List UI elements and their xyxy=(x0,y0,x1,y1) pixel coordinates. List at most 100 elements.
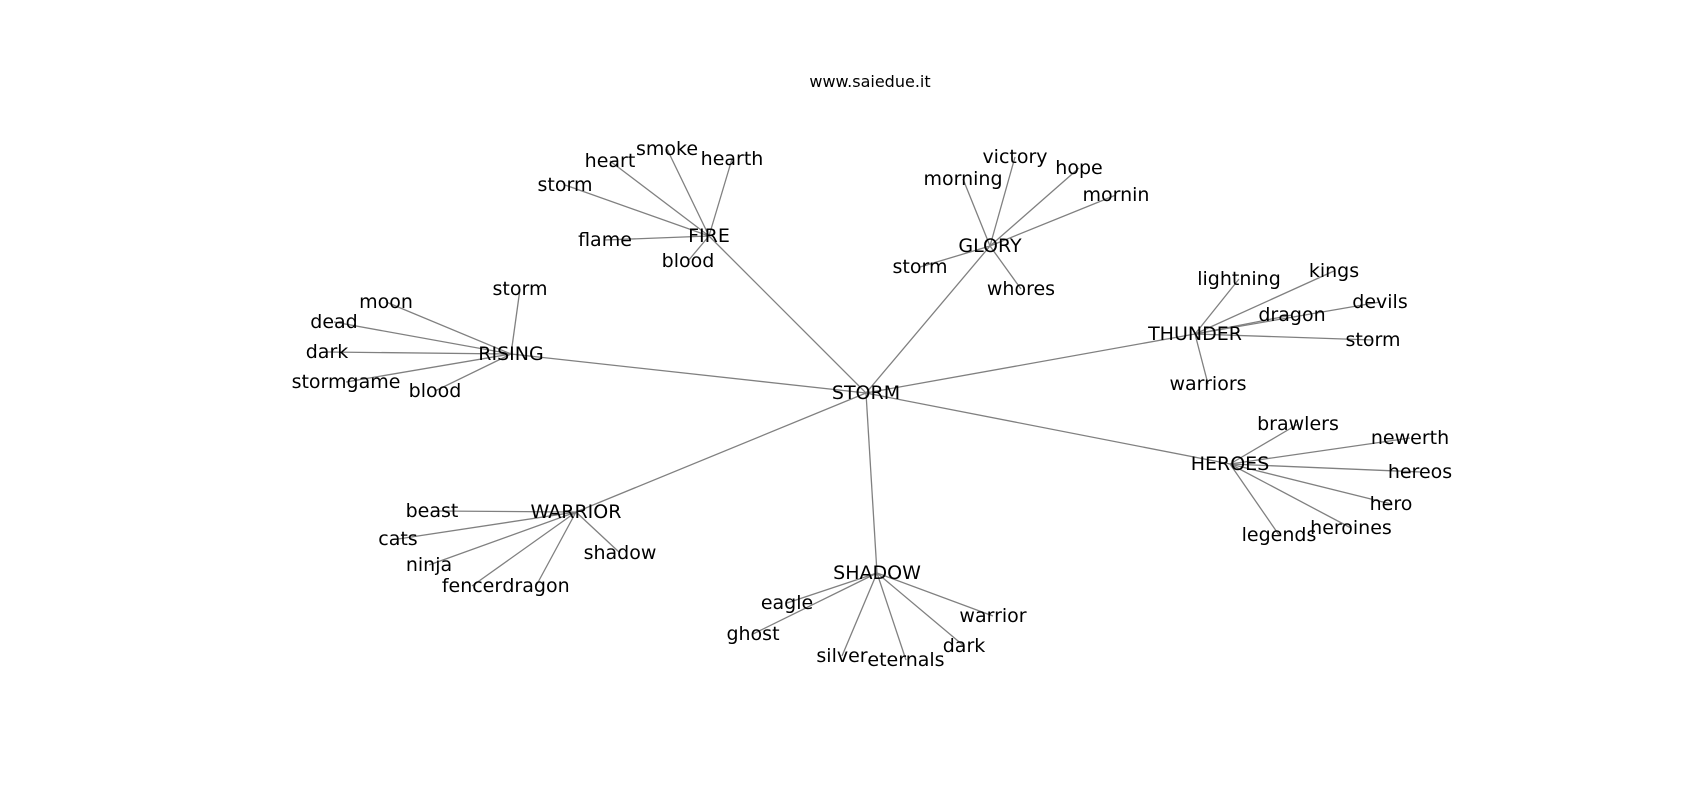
leaf-node-shadow-eternals: eternals xyxy=(867,649,944,671)
edge-fire-blood xyxy=(687,235,710,262)
page-title: www.saiedue.it xyxy=(809,72,931,91)
edge-shadow-eternals xyxy=(876,572,907,661)
leaf-node-glory-morning: morning xyxy=(923,168,1002,190)
leaf-node-fire-storm: storm xyxy=(538,174,593,196)
leaf-node-rising-dead: dead xyxy=(310,311,357,333)
edge-fire-hearth xyxy=(708,158,733,237)
leaf-node-rising-storm: storm xyxy=(493,278,548,300)
edge-warrior-shadow xyxy=(575,511,621,554)
leaf-node-fire-heart: heart xyxy=(585,150,636,172)
leaf-node-thunder-storm: storm xyxy=(1346,329,1401,351)
edge-root-rising xyxy=(510,353,867,394)
leaf-node-shadow-silver: silver xyxy=(816,645,867,667)
edge-rising-moon xyxy=(385,301,512,355)
leaf-node-thunder-kings: kings xyxy=(1309,260,1359,282)
leaf-node-thunder-lightning: lightning xyxy=(1197,268,1281,290)
leaf-node-warrior-fencer: fencer xyxy=(442,575,503,597)
leaf-node-glory-mornin: mornin xyxy=(1083,184,1150,206)
hub-node-heroes: HEROES xyxy=(1191,453,1270,475)
leaf-node-fire-blood: blood xyxy=(662,250,715,272)
leaf-node-glory-storm: storm xyxy=(893,256,948,278)
leaf-node-thunder-dragon: dragon xyxy=(1258,304,1325,326)
edge-rising-storm xyxy=(510,288,521,355)
edge-warrior-dragon xyxy=(535,511,577,587)
edge-rising-dead xyxy=(333,321,512,355)
root-node-label: STORM xyxy=(832,382,900,404)
edge-thunder-dragon xyxy=(1194,314,1293,335)
edge-warrior-beast xyxy=(431,510,577,513)
edge-thunder-kings xyxy=(1194,270,1335,335)
edge-root-glory xyxy=(865,245,991,394)
edge-glory-hope xyxy=(989,167,1080,247)
edge-shadow-silver xyxy=(841,572,878,657)
edge-thunder-devils xyxy=(1194,301,1381,335)
edge-root-warrior xyxy=(575,392,867,513)
leaf-node-fire-flame: flame xyxy=(578,229,632,251)
edge-warrior-cats xyxy=(397,511,577,540)
edge-layer xyxy=(326,148,1421,661)
edge-rising-dark xyxy=(326,351,512,355)
hub-node-warrior: WARRIOR xyxy=(531,501,622,523)
edge-rising-blood xyxy=(434,353,512,392)
edge-fire-storm xyxy=(564,184,710,237)
edge-heroes-hero xyxy=(1229,463,1392,505)
leaf-node-shadow-eagle: eagle xyxy=(761,592,813,614)
leaf-node-heroes-hero: hero xyxy=(1370,493,1413,515)
edge-glory-whores xyxy=(989,245,1022,290)
leaf-node-heroes-hereos: hereos xyxy=(1388,461,1452,483)
leaf-node-rising-blood: blood xyxy=(409,380,462,402)
edge-glory-victory xyxy=(989,156,1016,247)
edge-glory-morning xyxy=(962,178,991,247)
edge-fire-heart xyxy=(609,160,710,237)
edge-heroes-legends xyxy=(1229,463,1280,536)
hub-node-rising: RISING xyxy=(478,343,543,365)
leaf-node-glory-victory: victory xyxy=(982,146,1047,168)
edge-shadow-ghost xyxy=(752,572,878,635)
leaf-node-warrior-cats: cats xyxy=(378,528,417,550)
edge-warrior-fencer xyxy=(471,511,577,587)
leaf-node-rising-dark: dark xyxy=(306,341,349,363)
leaf-node-heroes-newerth: newerth xyxy=(1371,427,1449,449)
edge-root-fire xyxy=(708,235,867,394)
edge-fire-flame xyxy=(604,235,710,241)
edge-rising-stormgame xyxy=(345,353,512,383)
edge-thunder-storm xyxy=(1194,333,1374,341)
leaf-node-heroes-legends: legends xyxy=(1242,524,1317,546)
leaf-node-fire-smoke: smoke xyxy=(636,138,698,160)
edge-warrior-ninja xyxy=(428,511,577,566)
leaf-node-warrior-dragon: dragon xyxy=(502,575,569,597)
leaf-node-rising-stormgame: stormgame xyxy=(292,371,401,393)
edge-shadow-dark xyxy=(876,572,965,647)
edge-shadow-eagle xyxy=(786,572,878,604)
hub-node-fire: FIRE xyxy=(688,225,730,247)
leaf-node-warrior-beast: beast xyxy=(406,500,459,522)
edge-heroes-brawlers xyxy=(1229,423,1299,465)
hub-node-glory: GLORY xyxy=(958,235,1022,257)
hub-node-shadow: SHADOW xyxy=(833,562,921,584)
leaf-node-shadow-ghost: ghost xyxy=(726,623,779,645)
leaf-node-heroes-brawlers: brawlers xyxy=(1257,413,1339,435)
edge-fire-smoke xyxy=(666,148,710,237)
leaf-node-rising-moon: moon xyxy=(359,291,413,313)
edge-glory-mornin xyxy=(989,194,1117,247)
edge-heroes-newerth xyxy=(1229,437,1411,465)
hub-node-thunder: THUNDER xyxy=(1147,323,1242,345)
edge-thunder-warriors xyxy=(1194,333,1209,385)
edge-root-shadow xyxy=(865,392,878,574)
leaf-node-warrior-ninja: ninja xyxy=(406,554,452,576)
edge-thunder-lightning xyxy=(1194,278,1240,335)
edge-shadow-warrior xyxy=(876,572,994,617)
leaf-node-shadow-warrior: warrior xyxy=(959,605,1026,627)
edge-root-heroes xyxy=(865,392,1231,465)
leaf-node-heroes-heroines: heroines xyxy=(1310,517,1392,539)
leaf-node-thunder-devils: devils xyxy=(1352,291,1407,313)
leaf-node-warrior-shadow: shadow xyxy=(584,542,657,564)
edge-root-thunder xyxy=(865,333,1196,394)
edge-glory-storm xyxy=(919,245,991,268)
leaf-node-glory-hope: hope xyxy=(1055,157,1102,179)
leaf-node-shadow-dark: dark xyxy=(943,635,986,657)
leaf-node-thunder-warriors: warriors xyxy=(1169,373,1246,395)
edge-heroes-hereos xyxy=(1229,463,1421,473)
